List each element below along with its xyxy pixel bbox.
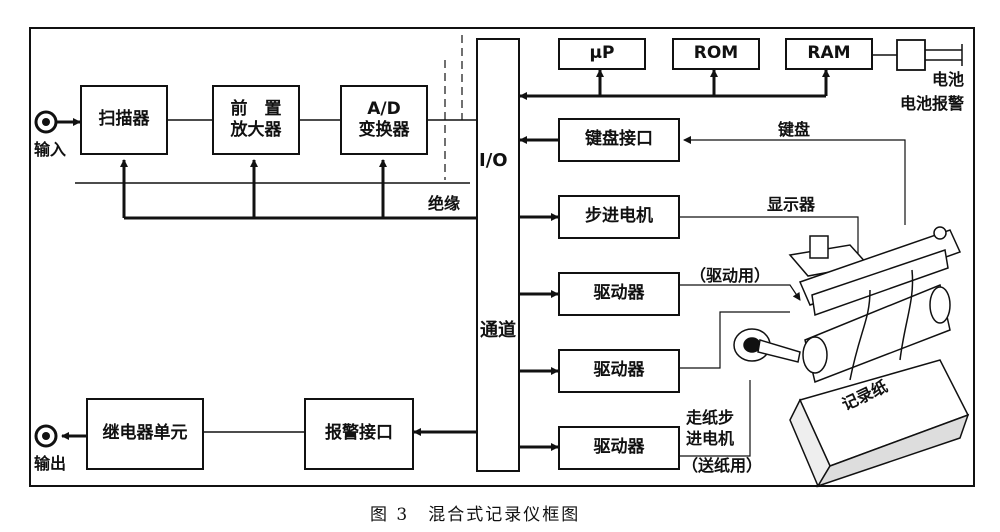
up-block: μP (558, 38, 646, 70)
display-label: 显示器 (767, 195, 816, 214)
stepper-motor-block: 步进电机 (558, 195, 680, 239)
input-label: 输入 (34, 140, 67, 159)
keyboard-label: 键盘 (778, 120, 811, 139)
rom-block: ROM (672, 38, 760, 70)
preamp-block: 前 置 放大器 (212, 85, 300, 155)
ram-block: RAM (785, 38, 873, 70)
output-port-icon (34, 424, 58, 448)
output-label: 输出 (34, 454, 67, 473)
paper-feed-use-label: （送纸用） (682, 456, 763, 475)
preamp-label-1: 前 置 (230, 98, 282, 119)
recorder-illustration (733, 226, 970, 488)
alarm-interface-block: 报警接口 (304, 398, 414, 470)
figure-caption: 图 3 混合式记录仪框图 (370, 505, 581, 525)
relay-unit-block: 继电器单元 (86, 398, 204, 470)
io-label: I/O (479, 150, 508, 171)
driver-block-2: 驱动器 (558, 349, 680, 393)
io-channel-block (476, 38, 520, 472)
battery-label: 电池 (932, 70, 965, 89)
keyboard-interface-block: 键盘接口 (558, 118, 680, 162)
isolation-label: 绝缘 (428, 194, 461, 213)
battery-symbol (896, 39, 926, 71)
driver-block-1: 驱动器 (558, 272, 680, 316)
scanner-block: 扫描器 (80, 85, 168, 155)
adc-label-2: 变换器 (358, 120, 410, 140)
paper-motor-label-2: 进电机 (686, 429, 735, 448)
preamp-label-2: 放大器 (230, 120, 282, 140)
battery-alarm-label: 电池报警 (900, 94, 965, 113)
paper-motor-label-1: 走纸步 (686, 408, 735, 427)
driver-block-3: 驱动器 (558, 426, 680, 470)
adc-label-1: A/D (367, 98, 401, 119)
outer-frame (29, 27, 975, 487)
adc-block: A/D 变换器 (340, 85, 428, 155)
drive-use-label: （驱动用） (690, 266, 771, 285)
io-channel-label: 通道 (480, 320, 516, 341)
